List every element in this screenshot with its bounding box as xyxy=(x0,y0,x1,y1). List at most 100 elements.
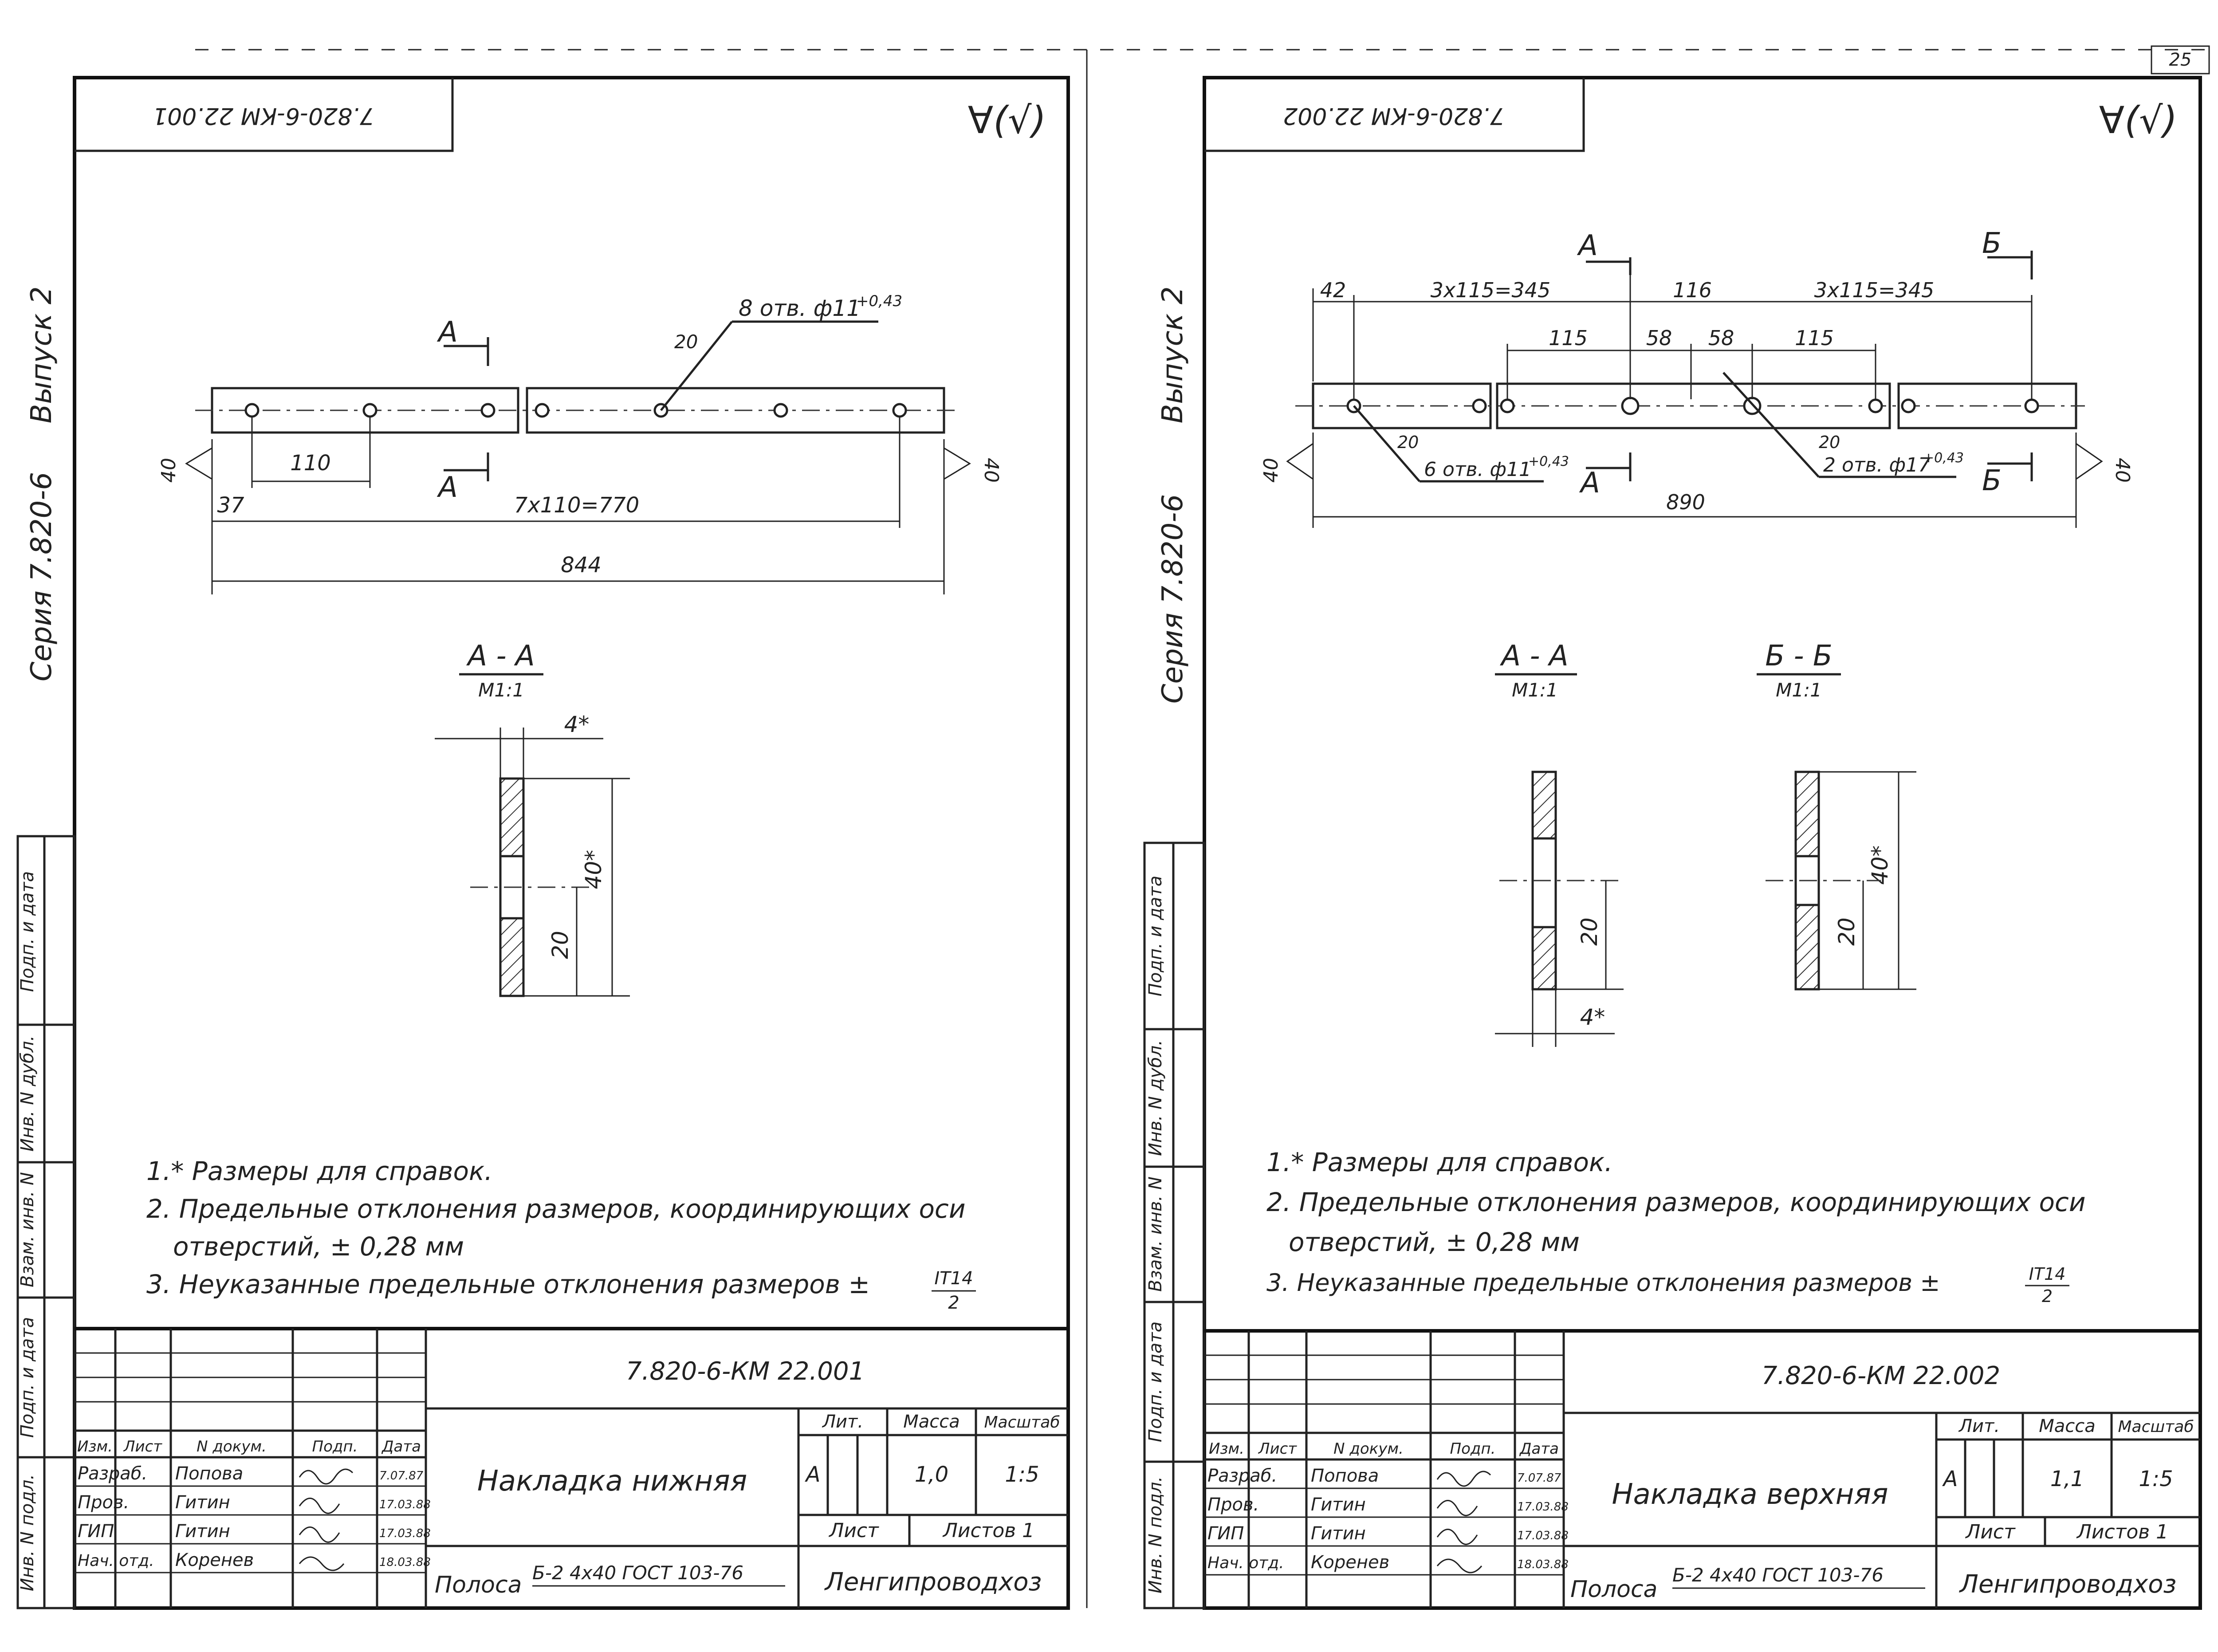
dim-d-right: 115 xyxy=(1795,326,1834,350)
tb-name-3-right: Гитин xyxy=(1311,1523,1366,1544)
r-margin-cell-1: Подп. и дата xyxy=(1145,876,1166,996)
section-title-left: А - А xyxy=(466,640,535,673)
roughness-right: ∀(√) xyxy=(2099,98,2178,142)
sheet-left: 7.820-6-КМ 22.001 ∀(√) Выпуск 2 Серия 7.… xyxy=(16,76,1070,1610)
holes2-tol-right: +0,43 xyxy=(1923,450,1964,466)
notes-left: 1.* Размеры для справок. 2. Предельные о… xyxy=(146,1156,976,1313)
side-issue-right: Выпуск 2 xyxy=(1156,286,1189,423)
tb-date-4-right: 18.03.88 xyxy=(1517,1558,1569,1571)
note-right-frac-den: 2 xyxy=(2042,1286,2053,1306)
holes-angle-right-a: 20 xyxy=(1397,433,1419,452)
tb-scale-label-left: Масштаб xyxy=(984,1413,1060,1432)
tb-date-3-right: 17.03.88 xyxy=(1517,1529,1569,1542)
notes-right: 1.* Размеры для справок. 2. Предельные о… xyxy=(1266,1147,2086,1306)
margin-cell-4: Подп. и дата xyxy=(17,1317,38,1438)
tb-hdr-list-left: Лист xyxy=(123,1438,162,1455)
dim-total-left: 844 xyxy=(561,553,602,578)
tb-name-3-left: Гитин xyxy=(175,1521,230,1542)
tb-date-2-right: 17.03.88 xyxy=(1517,1500,1569,1514)
tb-date-3-left: 17.03.88 xyxy=(379,1527,431,1540)
section-bb-right: Б - Б М1:1 40* 20 xyxy=(1757,640,1916,991)
tb-hdr-date-right: Дата xyxy=(1519,1440,1559,1458)
title-block-left: Изм. Лист N докум. Подп. Дата Разраб. По… xyxy=(75,1327,1068,1608)
tb-name-2-right: Гитин xyxy=(1311,1495,1366,1515)
tb-name-4-right: Коренев xyxy=(1311,1552,1389,1573)
tb-material-word-left: Полоса xyxy=(435,1572,522,1598)
dim-total-right: 890 xyxy=(1666,490,1705,514)
tb-hdr-doc-right: N докум. xyxy=(1333,1440,1404,1458)
tb-scale-right: 1:5 xyxy=(2139,1467,2173,1491)
tb-role-1-right: Разраб. xyxy=(1207,1466,1277,1486)
tb-sheets-label-left: Листов 1 xyxy=(942,1519,1034,1542)
note-left-3: отверстий, ± 0,28 мм xyxy=(173,1231,464,1262)
tb-hdr-izm-right: Изм. xyxy=(1209,1440,1244,1458)
tb-role-3-right: ГИП xyxy=(1207,1523,1244,1544)
tb-lit-left: А xyxy=(805,1462,821,1487)
tb-role-4-right: Нач. отд. xyxy=(1207,1554,1284,1572)
bar-plan-left: А А 8 отв. ф11 +0,43 20 110 37 7х110=770… xyxy=(157,292,1003,594)
corner-code-right: 7.820-6-КМ 22.002 xyxy=(1283,102,1505,129)
section-mark-top-left: А xyxy=(437,316,458,349)
section-aa-right: А - А М1:1 20 4* xyxy=(1495,640,1624,1047)
dim-width-right-a: 40 xyxy=(1260,458,1282,483)
dim-width-right-b: 40 xyxy=(2111,458,2134,483)
r-margin-cell-4: Подп. и дата xyxy=(1145,1322,1166,1442)
dim-span-left: 7х110=770 xyxy=(514,493,639,518)
page-number-box xyxy=(2151,45,2210,75)
sheet-right: 7.820-6-КМ 22.002 ∀(√) Выпуск 2 Серия 7.… xyxy=(1143,76,2202,1610)
tb-name-1-left: Попова xyxy=(175,1463,243,1484)
margin-cell-1: Подп. и дата xyxy=(17,871,38,992)
dim-width-left-b: 40 xyxy=(980,458,1003,483)
section-aa-scale-right: М1:1 xyxy=(1512,679,1558,701)
tb-mass-label-left: Масса xyxy=(903,1412,960,1432)
holes-label-left: 8 отв. ф11 xyxy=(739,295,861,321)
section-aa-title-right: А - А xyxy=(1499,640,1568,673)
section-aa-half-right: 20 xyxy=(1577,917,1602,946)
note-right-3: отверстий, ± 0,28 мм xyxy=(1289,1227,1580,1257)
section-scale-left: М1:1 xyxy=(478,679,524,701)
side-series-right: Серия 7.820-6 xyxy=(1156,494,1189,704)
tb-role-2-right: Пров. xyxy=(1207,1495,1259,1515)
dim-b-right: 58 xyxy=(1646,326,1672,350)
holes-angle-right-b: 20 xyxy=(1819,433,1840,452)
tb-hdr-doc-left: N докум. xyxy=(197,1438,267,1455)
holes-angle-left: 20 xyxy=(674,331,698,353)
left-margin-strip: Подп. и дата Инв. N дубл. Взам. инв. N П… xyxy=(16,835,76,1609)
section-half-left: 20 xyxy=(547,931,573,959)
note-right-frac-num: IT14 xyxy=(2029,1264,2066,1284)
dim-left-span-right: 3х115=345 xyxy=(1431,278,1551,302)
tb-code-right: 7.820-6-КМ 22.002 xyxy=(1762,1361,2000,1390)
roughness-left: ∀(√) xyxy=(968,98,1046,142)
dim-edge-right: 42 xyxy=(1320,278,1346,302)
holes-label-right: 6 отв. ф11 xyxy=(1424,458,1531,481)
section-thk-left: 4* xyxy=(564,712,590,737)
tb-date-1-right: 7.07.87 xyxy=(1517,1471,1561,1485)
tb-hdr-date-left: Дата xyxy=(381,1438,421,1455)
tb-lit-label-left: Лит. xyxy=(822,1412,863,1432)
section-aa-left: А - А М1:1 4* 40* 20 xyxy=(435,640,630,997)
section-aa-thk-right: 4* xyxy=(1580,1004,1605,1030)
corner-code-left: 7.820-6-КМ 22.001 xyxy=(153,102,374,129)
r-margin-cell-2: Инв. N дубл. xyxy=(1145,1040,1166,1156)
note-left-2: 2. Предельные отклонения размеров, коорд… xyxy=(146,1194,966,1224)
holes2-label-right: 2 отв. ф17 xyxy=(1823,454,1931,476)
section-bb-title-right: Б - Б xyxy=(1765,640,1833,673)
tb-hdr-sign-right: Подп. xyxy=(1450,1440,1496,1458)
bar-plan-right: 42 3х115=345 116 3х115=345 115 58 58 115… xyxy=(1260,227,2134,528)
holes-tol-left: +0,43 xyxy=(856,292,902,310)
title-block-right: Изм. Лист N докум. Подп. Дата Разраб. По… xyxy=(1204,1329,2200,1608)
tb-role-2-left: Пров. xyxy=(78,1492,129,1513)
tb-mass-label-right: Масса xyxy=(2039,1416,2096,1436)
note-right-2: 2. Предельные отклонения размеров, коорд… xyxy=(1266,1187,2086,1217)
tb-role-4-left: Нач. отд. xyxy=(78,1552,154,1570)
dim-first-left: 110 xyxy=(290,451,331,476)
note-left-4: 3. Неуказанные предельные отклонения раз… xyxy=(146,1269,870,1299)
section-mark-b-top-right: Б xyxy=(1982,227,2002,260)
section-height-left: 40* xyxy=(581,850,606,889)
tb-scale-left: 1:5 xyxy=(1005,1462,1039,1487)
tb-sheets-label-right: Листов 1 xyxy=(2076,1521,2168,1543)
tb-name-4-left: Коренев xyxy=(175,1550,254,1570)
tb-name-left: Накладка нижняя xyxy=(477,1465,747,1498)
note-right-1: 1.* Размеры для справок. xyxy=(1266,1147,1612,1177)
